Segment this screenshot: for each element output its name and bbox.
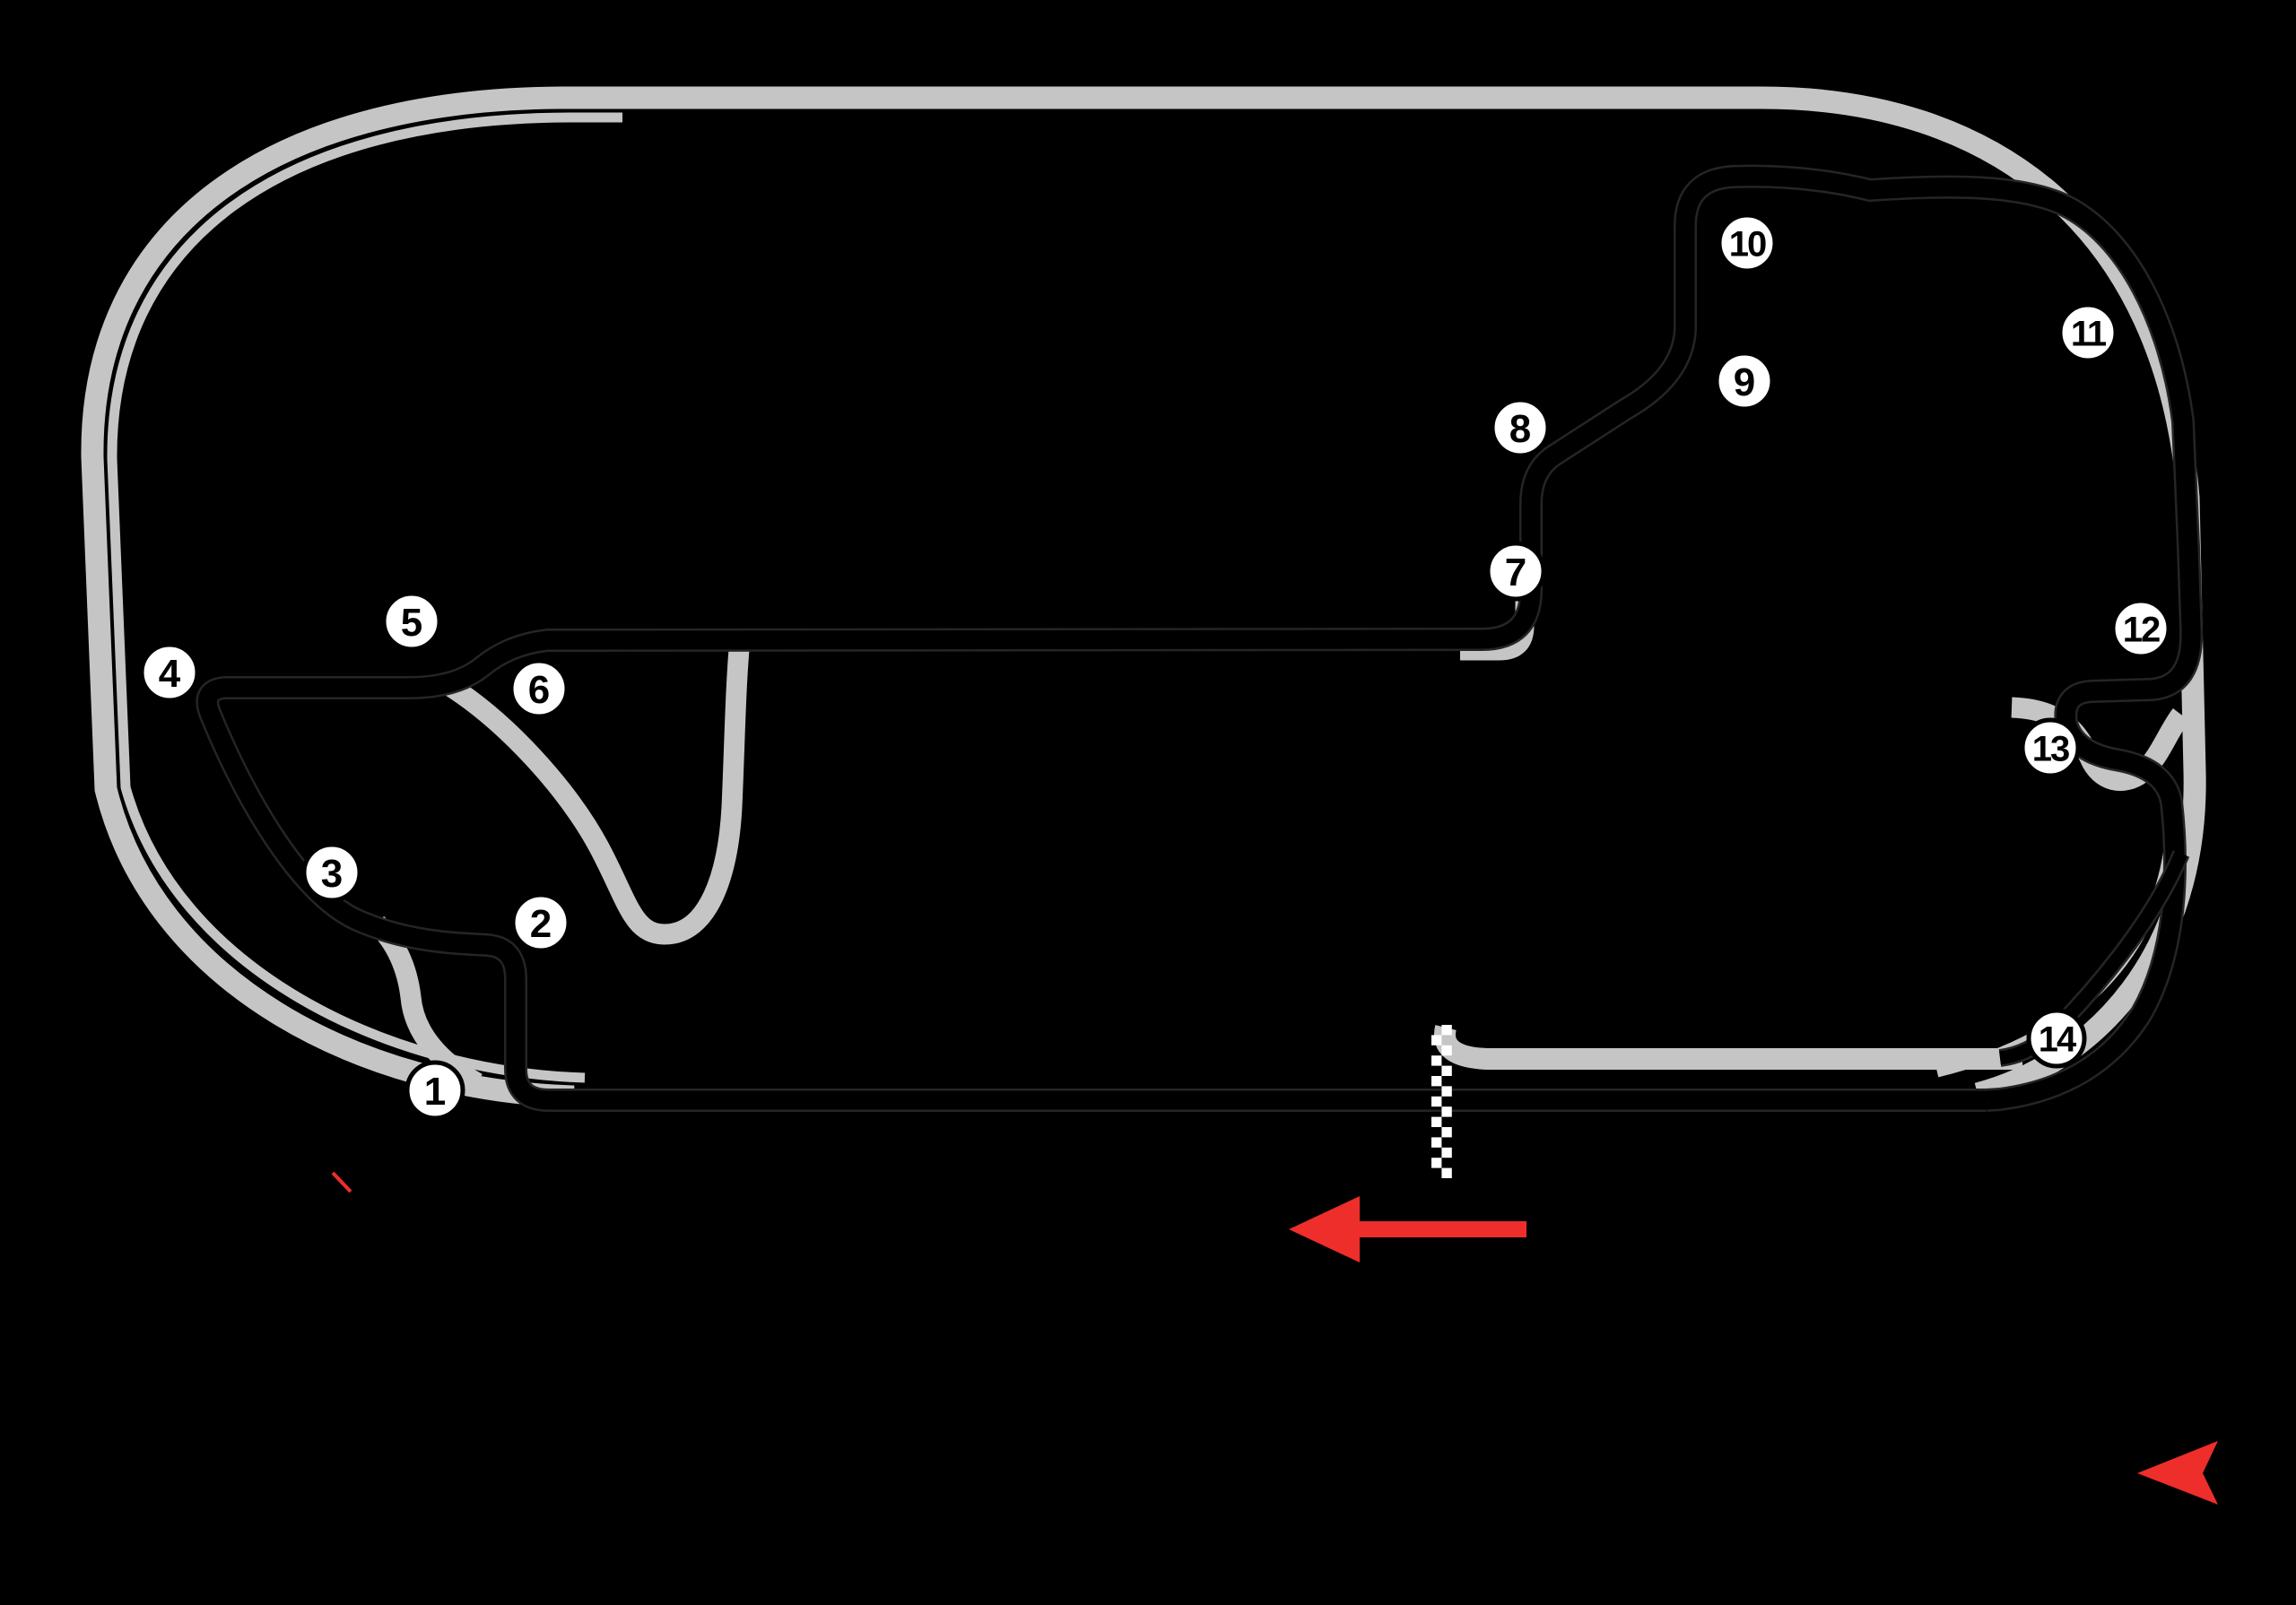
- corner-number: 13: [2032, 729, 2069, 768]
- checker-square: [1431, 1035, 1442, 1045]
- corner-circle: [1714, 351, 1775, 412]
- checker-square: [1441, 1167, 1452, 1178]
- corner-marker-5: 5: [381, 591, 442, 652]
- corner-number: 11: [2071, 314, 2107, 353]
- corner-marker-11: 11: [2057, 302, 2118, 363]
- corner-circle: [301, 842, 362, 903]
- corner-marker-8: 8: [1490, 397, 1551, 458]
- corner-circle: [509, 658, 570, 719]
- old-course-esses: [442, 638, 751, 945]
- checker-square: [1441, 1086, 1452, 1097]
- corner-circle: [1490, 397, 1551, 458]
- corner-circle: [1717, 213, 1778, 273]
- pit-lane: [1434, 1025, 2022, 1070]
- corner-marker-13: 13: [2020, 717, 2081, 778]
- corner-circle: [510, 892, 571, 953]
- checker-square: [1441, 1106, 1452, 1117]
- corner-number: 4: [159, 652, 181, 696]
- start-finish-line: [1431, 1025, 1452, 1178]
- corner-circle: [2057, 302, 2118, 363]
- road-course: [197, 167, 2201, 1110]
- checker-square: [1431, 1137, 1442, 1148]
- checker-square: [1431, 1076, 1442, 1087]
- apron-line-left: [107, 112, 622, 1083]
- corner-marker-4: 4: [139, 642, 200, 703]
- corner-marker-7: 7: [1485, 541, 1546, 602]
- corner-marker-14: 14: [2026, 1008, 2087, 1069]
- corner-marker-1: 1: [404, 1060, 465, 1121]
- direction-arrow: [1289, 1196, 1526, 1262]
- corner-number: 6: [528, 668, 550, 712]
- corner-marker-12: 12: [2110, 598, 2171, 659]
- corner-number: 2: [530, 902, 552, 946]
- corner-marker-9: 9: [1714, 351, 1775, 412]
- pit-red-tick: [331, 1171, 352, 1193]
- checker-square: [1441, 1147, 1452, 1158]
- corner-circle: [1485, 541, 1546, 602]
- corner-circle: [404, 1060, 465, 1121]
- direction-arrow-head: [1289, 1196, 1360, 1262]
- checker-square: [1441, 1127, 1452, 1138]
- checker-square: [1431, 1055, 1442, 1066]
- corner-circle: [2020, 717, 2081, 778]
- oval-direction-arrow-icon: [2137, 1441, 2218, 1505]
- corner-number: 1: [424, 1070, 446, 1114]
- corner-circle: [381, 591, 442, 652]
- corner-number: 14: [2039, 1019, 2077, 1059]
- corner-circle: [2110, 598, 2171, 659]
- corner-number: 3: [321, 852, 343, 896]
- checker-square: [1441, 1045, 1452, 1056]
- corner-marker-3: 3: [301, 842, 362, 903]
- corner-number: 10: [1729, 224, 1766, 264]
- corner-number: 9: [1734, 360, 1755, 404]
- corner-number: 8: [1509, 407, 1531, 451]
- corner-number: 12: [2123, 610, 2160, 649]
- corner-marker-10: 10: [1717, 213, 1778, 273]
- corner-number: 7: [1505, 551, 1526, 594]
- oval-track: [81, 86, 2206, 1108]
- checker-square: [1431, 1116, 1442, 1127]
- corner-number: 5: [401, 601, 422, 645]
- corner-marker-2: 2: [510, 892, 571, 953]
- direction-arrow-shaft: [1343, 1221, 1526, 1237]
- corner-circle: [139, 642, 200, 703]
- corner-circle: [2026, 1008, 2087, 1069]
- checker-square: [1441, 1025, 1452, 1036]
- checker-square: [1431, 1096, 1442, 1107]
- checker-square: [1431, 1158, 1442, 1168]
- checker-square: [1441, 1065, 1452, 1076]
- corner-marker-6: 6: [509, 658, 570, 719]
